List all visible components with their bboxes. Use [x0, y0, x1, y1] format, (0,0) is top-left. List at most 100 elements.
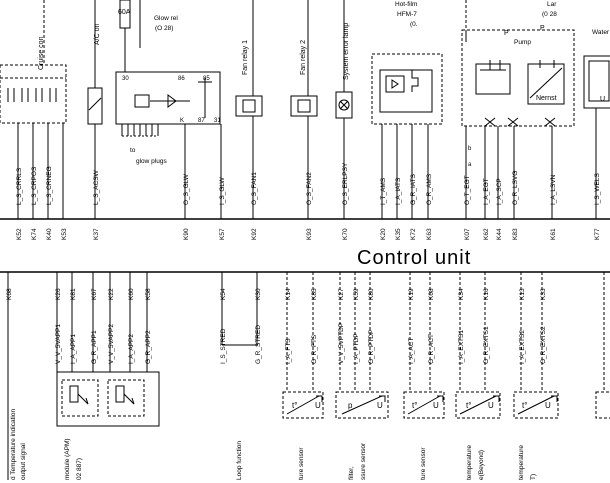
signal-label: G_R_FTS [311, 334, 318, 364]
pin-label: K07 [464, 228, 471, 240]
component-label: Lar [547, 1, 557, 8]
component-label: Hot-film [395, 1, 417, 8]
sensor-symbol: U [433, 401, 439, 410]
component-caption: module (APM) [64, 438, 71, 480]
pin-label: K08 [428, 288, 435, 300]
relay-pin: 86 [178, 76, 185, 82]
component-label: Pump [514, 39, 531, 46]
hot-film-sensor [379, 69, 433, 113]
pin-label: K44 [496, 228, 503, 240]
fan-relay-2-box [290, 95, 318, 117]
apm-module-box [56, 371, 160, 427]
signal-label: I_S_GLW [219, 176, 226, 205]
pin-label: K58 [145, 288, 152, 300]
pin-label: K52 [16, 228, 23, 240]
signal-label: I_A_FTS [285, 338, 292, 364]
signal-label: O_R_LSVG [512, 171, 519, 205]
pin-label: K77 [594, 228, 601, 240]
pin-label: K60 [128, 288, 135, 300]
signal-label: I_A_ACT [408, 338, 415, 364]
signal-label: G_R_STRED [255, 325, 262, 364]
signal-label: O_S_ERLPSY [342, 162, 349, 205]
ac-switch-box [87, 87, 103, 125]
sensor-symbol: p [348, 401, 353, 410]
exhaust-temp-sensor-1-box [455, 391, 501, 419]
component-label: U [600, 96, 605, 103]
pin-label: K83 [512, 228, 519, 240]
signal-label: G_R_EXTS2 [540, 326, 547, 364]
pin-letter: b [468, 146, 472, 152]
pin-label: K33 [540, 288, 547, 300]
module-crossed-leads [484, 117, 556, 127]
pin-label: K13 [519, 288, 526, 300]
pin-label: K59 [353, 288, 360, 300]
component-caption: ture sensor [298, 447, 305, 480]
signal-label: I_A_PTDP [353, 333, 360, 364]
pin-label: K57 [219, 228, 226, 240]
component-label: 60A [118, 9, 131, 16]
component-label: P [540, 25, 545, 32]
relay-pin: 31 [214, 118, 221, 124]
sensor-symbol: U [488, 401, 494, 410]
water-temp-sensor-box [583, 55, 610, 109]
glow-relay-amp [150, 94, 190, 108]
pin-label: K14 [285, 288, 292, 300]
signal-label: I_A_APP1 [70, 334, 77, 364]
signal-label: L_S_ACSW [93, 169, 100, 205]
signal-label: I_S_WELS [594, 173, 601, 205]
pin-label: K80 [368, 288, 375, 300]
signal-label: G_R_IATS [410, 173, 417, 205]
sensor-symbol: U [315, 401, 321, 410]
signal-label: V_V_5VAPP1 [55, 324, 62, 364]
component-label: Cruise con [38, 36, 45, 70]
component-label: (0 28 [542, 11, 557, 18]
relay-pin: 87 [198, 118, 205, 124]
component-label: Fan relay 2 [300, 40, 307, 75]
exhaust-temp-sensor-2-box [513, 391, 559, 419]
signal-label: I_A_IATS [395, 177, 402, 205]
component-caption: filter, [348, 466, 355, 480]
signal-label: V_V_5VPTDP [338, 323, 345, 364]
pin-label: K81 [70, 288, 77, 300]
lambda-pump-module [461, 29, 575, 127]
apm-potentiometer-1 [69, 385, 79, 403]
pin-label: K63 [426, 228, 433, 240]
component-label: glow plugs [136, 158, 167, 165]
signal-label: G_R_ACT [428, 334, 435, 364]
pin-label: K61 [550, 228, 557, 240]
cruise-switch-contacts [7, 88, 57, 102]
signal-label: I_A_LSVN [550, 174, 557, 205]
signal-label: G_R_APP2 [145, 330, 152, 364]
pin-label: K30 [255, 288, 262, 300]
pressure-sensor-box [335, 391, 389, 419]
pin-label: K27 [338, 288, 345, 300]
control-unit-title: Control unit [357, 247, 472, 269]
nernst-cell [527, 63, 565, 105]
component-caption: d Temperature indication [10, 409, 17, 480]
signal-label: L_S_CRRLS [16, 167, 23, 205]
sensor-symbol: t° [522, 401, 527, 410]
signal-label: O_R_AMS [426, 173, 433, 205]
signal-label: O_S_FAN2 [306, 172, 313, 205]
pin-letter: a [468, 162, 472, 168]
pin-label: K90 [183, 228, 190, 240]
sensor-symbol: t° [292, 401, 297, 410]
component-caption: temperature [466, 445, 473, 480]
pin-label: K34 [458, 288, 465, 300]
component-label: System error lamp [343, 23, 350, 80]
component-label: to [130, 147, 136, 154]
pin-label: K53 [61, 228, 68, 240]
component-label: Fan relay 1 [242, 40, 249, 75]
component-label: Water [592, 29, 610, 36]
fan-relay-1-box [235, 95, 263, 117]
component-label: Glow rel [154, 15, 178, 22]
component-label: A/C on [94, 23, 101, 45]
pin-label: K74 [31, 228, 38, 240]
component-caption: 02 887) [76, 458, 83, 480]
signal-label: G_R_APP1 [91, 330, 98, 364]
signal-label: O_S_GLW [183, 173, 190, 205]
ac-switch-contact [88, 97, 102, 111]
signal-label: O_T_EGT [464, 175, 471, 205]
signal-label: G_R_EXTS1 [483, 326, 490, 364]
